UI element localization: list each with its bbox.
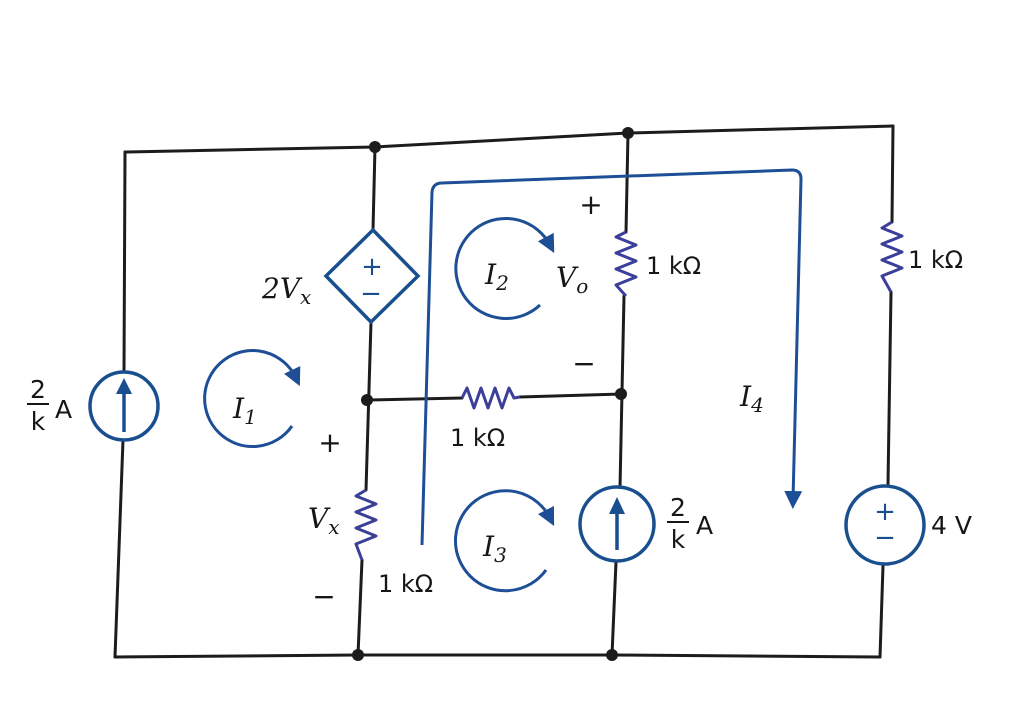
right-wire-bottom [878,564,885,659]
left-source-denominator: k [31,407,46,436]
bottom-wire [113,653,882,659]
top-wire [123,124,895,154]
resistor-top-right-label: 1 kΩ [908,246,963,274]
resistor-bottom-left-label: 1 kΩ [378,570,433,598]
left-source-numerator: 2 [30,375,46,404]
wires [113,124,895,659]
junction-bottom-right [606,649,618,661]
left-source-unit: A [55,395,72,424]
middle-source-numerator: 2 [670,493,686,522]
vo-minus: − [572,347,595,380]
branch2-bottom [610,560,618,657]
voltage-source-minus: − [874,523,896,553]
mesh-current-arrows [203,168,803,593]
vo-label: Vo [556,261,588,298]
mesh-i1-label: I1 [232,392,257,429]
diamond-minus: − [360,279,382,309]
resistor-top-right [880,220,904,293]
resistor-horizontal [460,386,521,410]
middle-source-denominator: k [671,525,686,554]
current-source-left-label: 2 k A [27,375,72,436]
left-wire-top [122,150,127,374]
voltage-source-circle [844,484,926,566]
diamond-plus: + [361,252,383,282]
right-wire-mid [886,290,893,486]
voltage-source-value: 4 V [931,511,972,540]
resistor-horizontal-label: 1 kΩ [450,424,505,452]
current-source-middle [578,485,656,563]
junction-bottom-left [352,649,364,661]
mesh-i4-arrow [420,168,803,546]
resistor-top-middle [614,230,638,298]
current-source-middle-label: 2 k A [667,493,713,554]
mesh-i3-label: I3 [482,530,507,567]
right-wire-top [890,124,895,224]
diamond-source-icon [323,227,421,325]
current-source-left [88,370,160,442]
junction-top-left [369,141,381,153]
dependent-voltage-source: + − [323,227,421,325]
mesh-i4-label: I4 [739,380,764,417]
junction-top-right [622,127,634,139]
resistor-bottom-left [354,488,378,561]
dependent-source-label: 2Vx [261,272,311,309]
mesh-i1-arrow [203,349,301,449]
branch1-mid [364,320,373,492]
junction-mid-right [615,388,627,400]
mesh-i2-arrow [454,217,555,320]
vo-plus: + [579,188,602,221]
horizontal-wire-right [518,392,624,399]
mesh-i3-arrow [453,489,555,593]
vx-plus: + [318,426,341,459]
voltage-source-plus: + [874,497,896,527]
resistor-top-middle-label: 1 kΩ [646,252,701,280]
vx-label: Vx [308,502,340,539]
horizontal-wire-left [366,396,464,402]
vx-minus: − [312,580,335,613]
junction-mid-left [361,394,373,406]
branch2-top [624,131,630,234]
voltage-source: + − [844,484,926,566]
resistors [354,220,904,561]
junctions [352,127,634,661]
branch1-top [371,145,377,232]
mesh-i2-label: I2 [484,258,509,295]
middle-source-unit: A [696,511,713,540]
left-wire-bottom [113,438,125,659]
branch1-bottom [356,558,364,657]
